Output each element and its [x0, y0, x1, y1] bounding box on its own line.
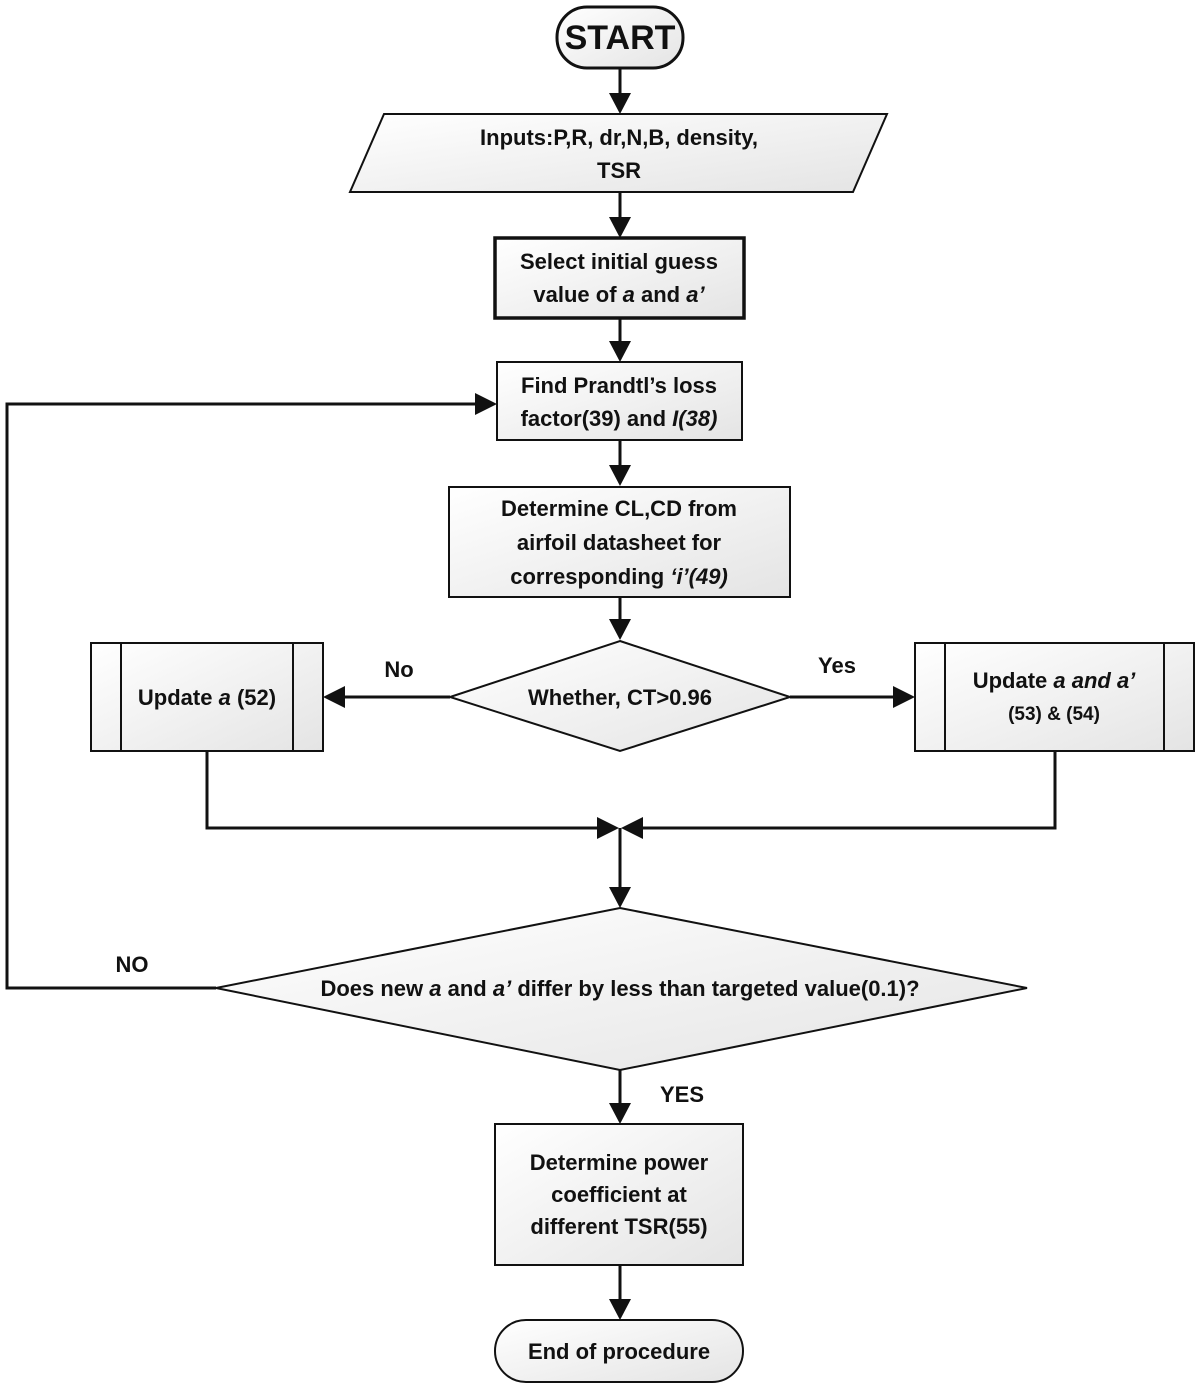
arrow-update-aa-to-merge [621, 817, 643, 839]
inputs-line-2: TSR [597, 158, 641, 183]
update-a-italic: a [219, 685, 231, 710]
start-node: START [555, 5, 685, 70]
cl-cd-line-1: Determine CL,CD from [501, 496, 737, 521]
update-a-label: Update a (52) [138, 685, 276, 710]
arrow-start-to-inputs [609, 93, 631, 114]
label-converge-no: NO [116, 952, 149, 977]
inputs-node: Inputs:P,R, dr,N,B, density, TSR [348, 113, 889, 193]
converge-decision-node: Does new a and a’ differ by less than ta… [215, 906, 1028, 1072]
initial-guess-node: Select initial guess value of a and a’ [493, 236, 746, 320]
converge-post: differ by less than targeted value(0.1)? [511, 976, 919, 1001]
inputs-line-1: Inputs:P,R, dr,N,B, density, [480, 125, 758, 150]
arrow-guess-to-prandtl [609, 341, 631, 362]
power-line-1: Determine power [530, 1150, 709, 1175]
arrow-inputs-to-guess [609, 217, 631, 238]
label-ct-yes: Yes [818, 653, 856, 678]
converge-pre: Does new [320, 976, 429, 1001]
update-a-a-prime-pre: Update [973, 668, 1054, 693]
converge-decision-label: Does new a and a’ differ by less than ta… [320, 976, 919, 1001]
update-a-a-prime-node: Update a and a’ (53) & (54) [914, 642, 1195, 752]
cl-cd-line-3-pre: corresponding [510, 564, 670, 589]
arrow-ct-yes [893, 686, 915, 708]
prandtl-node: Find Prandtl’s loss factor(39) and I(38) [496, 361, 743, 441]
edge-converge-no-loop [5, 402, 478, 990]
update-a-node: Update a (52) [90, 642, 324, 752]
power-line-3: different TSR(55) [530, 1214, 707, 1239]
initial-guess-a-prime: a’ [686, 282, 705, 307]
edge-update-a-to-merge [205, 751, 600, 830]
cl-cd-line-2: airfoil datasheet for [517, 530, 722, 555]
arrow-converge-yes [609, 1103, 631, 1124]
arrow-ct-no [323, 686, 345, 708]
converge-mid: and [442, 976, 493, 1001]
start-label: START [565, 19, 676, 57]
converge-a: a [429, 976, 441, 1001]
power-node: Determine power coefficient at different… [494, 1123, 744, 1266]
end-label: End of procedure [528, 1339, 710, 1364]
cl-cd-line-3-italic: ‘i’(49) [670, 564, 727, 589]
arrow-power-to-end [609, 1299, 631, 1320]
initial-guess-line-1: Select initial guess [520, 249, 718, 274]
edge-update-aa-to-merge [640, 751, 1057, 830]
update-a-post: (52) [231, 685, 276, 710]
arrow-prandtl-to-clcd [609, 465, 631, 486]
update-a-pre: Update [138, 685, 219, 710]
arrow-update-a-to-merge [597, 817, 619, 839]
cl-cd-node: Determine CL,CD from airfoil datasheet f… [448, 486, 791, 598]
update-a-a-prime-italic: a and a’ [1053, 668, 1136, 693]
power-line-2: coefficient at [551, 1182, 687, 1207]
update-a-a-prime-line-2: (53) & (54) [1008, 704, 1100, 725]
prandtl-line-2: factor(39) and I(38) [521, 406, 718, 431]
prandtl-line-2-italic: I(38) [672, 406, 717, 431]
arrow-clcd-to-ct [609, 619, 631, 640]
initial-guess-line-2: value of a and a’ [533, 282, 705, 307]
label-ct-no: No [384, 657, 413, 682]
prandtl-line-1: Find Prandtl’s loss [521, 373, 717, 398]
initial-guess-line-2-pre: value of [533, 282, 622, 307]
update-a-a-prime-line-1: Update a and a’ [973, 668, 1136, 693]
initial-guess-a: a [623, 282, 635, 307]
ct-decision-node: Whether, CT>0.96 [446, 639, 794, 753]
converge-a-prime: a’ [493, 976, 512, 1001]
arrow-merge-to-converge [609, 887, 631, 908]
ct-decision-label: Whether, CT>0.96 [528, 685, 712, 710]
prandtl-line-2-pre: factor(39) and [521, 406, 673, 431]
cl-cd-line-3: corresponding ‘i’(49) [510, 564, 728, 589]
label-converge-yes: YES [660, 1082, 704, 1107]
arrow-converge-no-loop [475, 393, 497, 415]
initial-guess-mid: and [635, 282, 686, 307]
end-node: End of procedure [494, 1319, 744, 1383]
edges [5, 68, 1057, 1320]
